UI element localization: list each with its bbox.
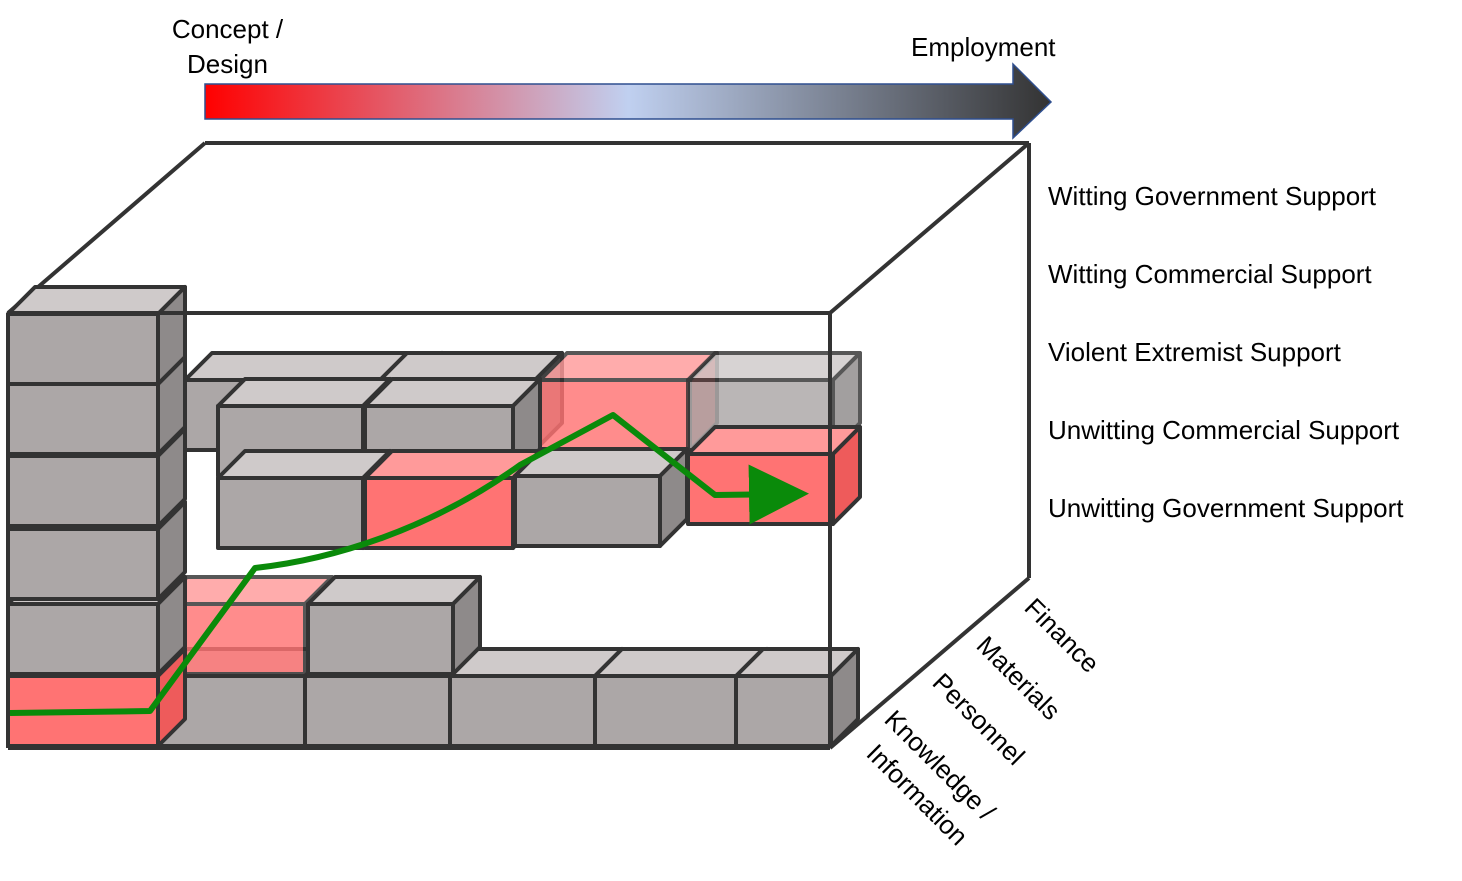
support-row-label: Witting Commercial Support xyxy=(1048,259,1372,289)
frame-back xyxy=(6,141,1031,578)
support-row-label: Unwitting Commercial Support xyxy=(1048,415,1400,445)
timeline-start-line2: Design xyxy=(187,49,268,79)
block-highlighted xyxy=(686,425,862,526)
block-stack xyxy=(6,285,862,748)
timeline-end-label: Employment xyxy=(911,32,1056,62)
support-path-arrow xyxy=(9,412,809,716)
block xyxy=(513,447,689,548)
block xyxy=(306,575,482,676)
frame-front xyxy=(6,311,1031,750)
timeline-start-line1: Concept / xyxy=(171,14,284,44)
support-row-label: Witting Government Support xyxy=(1048,181,1377,211)
support-row-label: Violent Extremist Support xyxy=(1048,337,1341,367)
timeline-start-label: Concept / Design xyxy=(160,12,295,82)
timeline-arrow xyxy=(204,62,1053,140)
support-row-label: Unwitting Government Support xyxy=(1048,493,1404,523)
block xyxy=(734,647,860,748)
block xyxy=(6,285,187,386)
